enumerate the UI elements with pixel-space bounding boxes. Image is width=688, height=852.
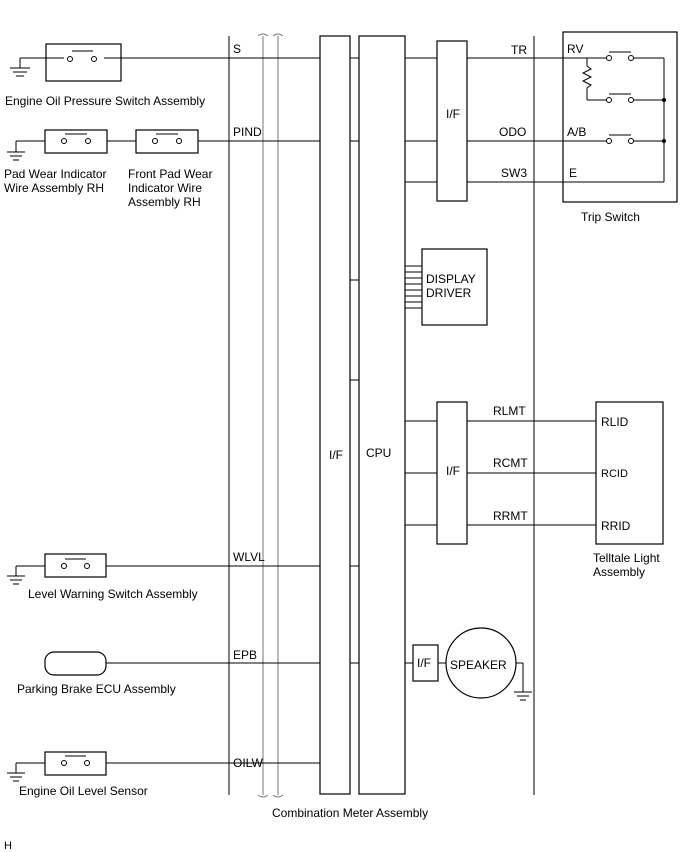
signal-sw3: SW3: [501, 166, 527, 180]
level-warning-switch-label: Level Warning Switch Assembly: [28, 587, 198, 601]
front-pad-wear-label-2: Indicator Wire: [128, 181, 202, 195]
signal-s: S: [233, 42, 241, 56]
front-pad-wear-label-1: Front Pad Wear: [128, 167, 212, 181]
engine-oil-pressure-switch-label: Engine Oil Pressure Switch Assembly: [5, 94, 205, 108]
signal-pind: PIND: [233, 125, 262, 139]
pad-wear-rh-label-2: Wire Assembly RH: [4, 181, 104, 195]
telltale-light-block: [595, 401, 664, 545]
if-speaker-label: I/F: [417, 656, 431, 670]
signal-epb: EPB: [233, 648, 257, 662]
combination-meter-label: Combination Meter Assembly: [272, 806, 428, 820]
signal-wlvl: WLVL: [233, 550, 265, 564]
signal-rrmt: RRMT: [493, 509, 528, 523]
engine-oil-pressure-switch: [10, 43, 320, 82]
signal-oilw: OILW: [233, 756, 263, 770]
pad-wear-rh-label-1: Pad Wear Indicator: [4, 167, 107, 181]
if-main-label: I/F: [329, 448, 343, 462]
display-driver-label-1: DISPLAY: [426, 272, 476, 286]
parking-brake-ecu: [44, 651, 320, 676]
parking-brake-ecu-label: Parking Brake ECU Assembly: [17, 682, 176, 696]
telltale-pin-rcid: RCID: [601, 468, 628, 480]
cpu-label: CPU: [366, 446, 391, 460]
trip-pin-e: E: [569, 166, 577, 180]
telltale-pin-rlid: RLID: [601, 415, 629, 429]
telltale-pin-rrid: RRID: [601, 519, 631, 533]
trip-switch: [562, 31, 678, 203]
trip-switch-label: Trip Switch: [581, 210, 640, 224]
signal-tr: TR: [511, 43, 527, 57]
if-top-label: I/F: [446, 107, 460, 121]
speaker-label: SPEAKER: [450, 658, 507, 672]
engine-oil-level-sensor: [7, 751, 320, 782]
speaker-section: [405, 627, 532, 701]
corner-mark: H: [4, 840, 12, 852]
level-warning-switch: [7, 553, 320, 585]
trip-pin-ab: A/B: [567, 125, 586, 139]
front-pad-wear-label-3: Assembly RH: [128, 195, 201, 209]
cpu-block: [358, 35, 406, 795]
front-pad-wear-indicator-rh: [135, 129, 199, 154]
telltale-label-2: Assembly: [593, 565, 645, 579]
telltale-label-1: Telltale Light: [593, 551, 660, 565]
if-mid-block: [405, 401, 596, 545]
internal-bus-lines: [350, 57, 359, 664]
signal-rcmt: RCMT: [493, 456, 528, 470]
if-mid-label: I/F: [446, 464, 460, 478]
if-main-block: [319, 35, 351, 795]
engine-oil-level-sensor-label: Engine Oil Level Sensor: [19, 784, 148, 798]
signal-rlmt: RLMT: [493, 404, 526, 418]
signal-odo: ODO: [499, 125, 526, 139]
display-driver-label-2: DRIVER: [426, 286, 472, 300]
trip-pin-rv: RV: [567, 42, 583, 56]
display-driver-block: [405, 248, 488, 326]
break-marks: [257, 33, 284, 798]
